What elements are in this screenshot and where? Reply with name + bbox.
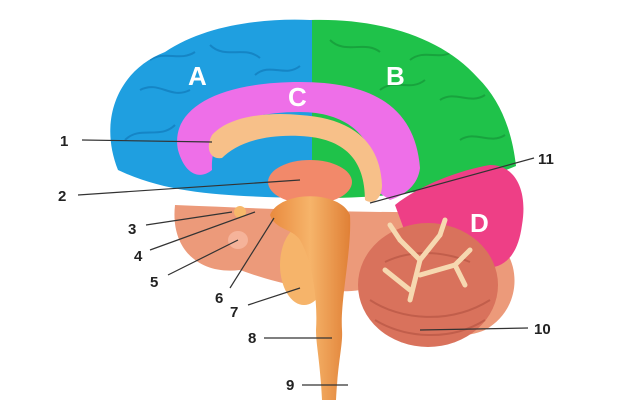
region-label-b: B [386,61,405,91]
callout-2: 2 [58,188,66,205]
callout-6: 6 [215,290,223,307]
callout-5: 5 [150,274,158,291]
region-label-a: A [188,61,207,91]
callout-10: 10 [534,321,551,338]
region-label-c: C [288,82,307,112]
region-label-d: D [470,208,489,238]
callout-1: 1 [60,133,68,150]
callout-8: 8 [248,330,256,347]
callout-11: 11 [538,151,554,168]
callout-4: 4 [134,248,143,265]
callout-3: 3 [128,221,136,238]
callout-7: 7 [230,304,238,321]
callout-9: 9 [286,377,294,394]
